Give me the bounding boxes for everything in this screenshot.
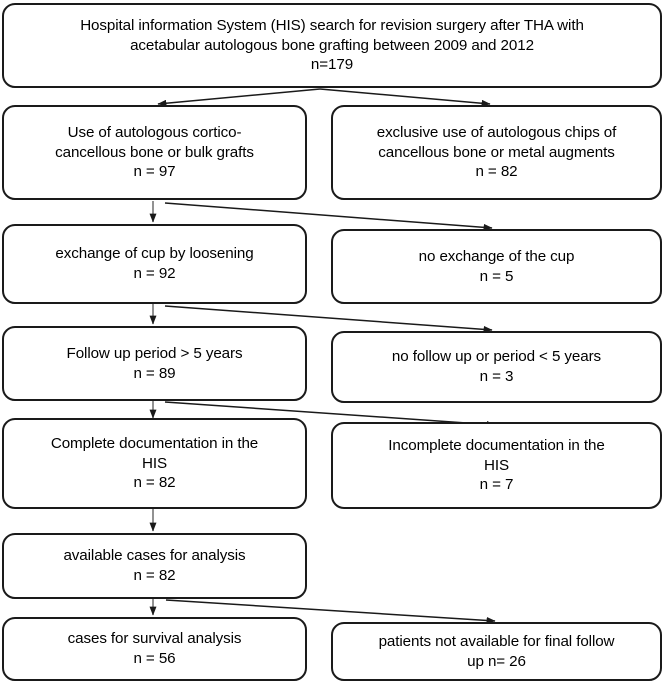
node-followup-over-5[interactable]: Follow up period > 5 years n = 89 [2, 326, 307, 401]
node-cortico-cancellous-line1: Use of autologous cortico- [67, 123, 242, 141]
node-no-cup-exchange-line1: no exchange of the cup [418, 247, 575, 265]
node-no-cup-exchange[interactable]: no exchange of the cup n = 5 [331, 229, 662, 304]
node-incomplete-documentation-count: n = 7 [479, 476, 514, 494]
node-followup-under-5-count: n = 3 [479, 368, 514, 385]
node-cup-exchange-line1: exchange of cup by loosening [55, 245, 254, 263]
node-incomplete-documentation-line1: Incomplete documentation in the [388, 436, 605, 454]
node-his-search-count: n=179 [310, 56, 354, 74]
node-his-search-line2: acetabular autologous bone grafting betw… [130, 36, 534, 54]
node-chips-or-augments[interactable]: exclusive use of autologous chips of can… [331, 105, 662, 200]
node-available-cases-count: n = 82 [133, 567, 176, 584]
node-cortico-cancellous[interactable]: Use of autologous cortico- cancellous bo… [2, 105, 307, 200]
node-survival-analysis[interactable]: cases for survival analysis n = 56 [2, 617, 307, 681]
node-survival-analysis-line1: cases for survival analysis [67, 630, 242, 648]
node-cortico-cancellous-count: n = 97 [133, 163, 176, 181]
node-chips-or-augments-count: n = 82 [475, 163, 518, 181]
node-survival-analysis-count: n = 56 [133, 650, 176, 667]
node-complete-documentation-count: n = 82 [133, 474, 176, 492]
node-complete-documentation-line1: Complete documentation in the [50, 434, 259, 452]
node-followup-under-5-line1: no follow up or period < 5 years [391, 348, 602, 366]
node-available-cases[interactable]: available cases for analysis n = 82 [2, 533, 307, 599]
node-his-search[interactable]: Hospital information System (HIS) search… [2, 3, 662, 88]
node-cup-exchange[interactable]: exchange of cup by loosening n = 92 [2, 224, 307, 304]
node-chips-or-augments-line2: cancellous bone or metal augments [378, 143, 615, 161]
node-not-available-followup[interactable]: patients not available for final follow … [331, 622, 662, 681]
node-not-available-followup-line1: patients not available for final follow [378, 632, 615, 650]
node-incomplete-documentation-line2: HIS [483, 456, 510, 474]
node-not-available-followup-line2: up n= 26 [467, 652, 526, 670]
connector-his-to-cortico [157, 88, 321, 107]
connector-his-to-chips [319, 88, 491, 107]
node-cortico-cancellous-line2: cancellous bone or bulk grafts [55, 143, 254, 161]
node-chips-or-augments-line1: exclusive use of autologous chips of [376, 123, 617, 141]
node-followup-over-5-line1: Follow up period > 5 years [66, 344, 243, 362]
node-followup-under-5[interactable]: no follow up or period < 5 years n = 3 [331, 331, 662, 403]
node-followup-over-5-count: n = 89 [133, 364, 176, 382]
node-his-search-line1: Hospital information System (HIS) search… [80, 16, 584, 34]
node-cup-exchange-count: n = 92 [133, 265, 176, 282]
node-incomplete-documentation[interactable]: Incomplete documentation in the HIS n = … [331, 422, 662, 509]
node-complete-documentation[interactable]: Complete documentation in the HIS n = 82 [2, 418, 307, 509]
node-complete-documentation-line2: HIS [141, 454, 168, 472]
node-available-cases-line1: available cases for analysis [63, 547, 246, 565]
node-no-cup-exchange-count: n = 5 [479, 267, 514, 285]
